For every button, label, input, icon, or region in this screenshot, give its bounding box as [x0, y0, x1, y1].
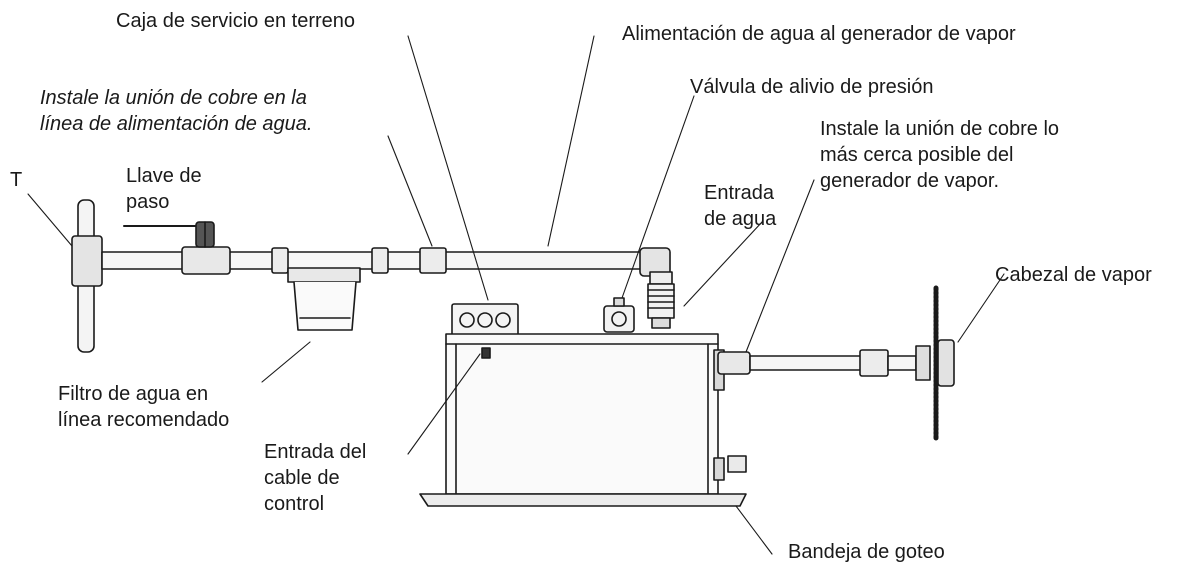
label-install-near-line1: Instale la unión de cobre lo	[820, 118, 1060, 140]
label-shutoff-line1: Llave de	[126, 165, 202, 187]
label-control-cable-line1: Entrada del	[264, 441, 367, 463]
label-control-cable-line3: control	[264, 493, 325, 515]
label-shutoff-line2: paso	[126, 191, 170, 213]
steam-hose	[717, 345, 931, 381]
label-install-near-line2: más cerca posible del	[820, 144, 1014, 166]
service-box	[451, 303, 519, 337]
label-control-cable-line2: cable de	[264, 467, 340, 489]
label-water-supply: Alimentación de agua al generador de vap…	[622, 23, 1016, 45]
tee-fitting	[71, 199, 103, 353]
label-water-inlet-line2: de agua	[704, 208, 777, 230]
label-filter-line1: Filtro de agua en	[58, 383, 209, 405]
label-install-union-line2: línea de alimentación de agua.	[40, 113, 313, 135]
steam-generator	[445, 333, 747, 495]
leader-lines	[27, 35, 1005, 555]
label-steam-head: Cabezal de vapor	[995, 264, 1152, 286]
steam-head	[933, 285, 955, 443]
shutoff-valve	[123, 221, 215, 248]
pressure-relief-valve	[603, 297, 635, 333]
label-tee: T	[10, 169, 23, 191]
label-install-union-line1: Instale la unión de cobre en la	[40, 87, 307, 109]
drip-tray	[419, 493, 747, 507]
label-service-box: Caja de servicio en terreno	[116, 10, 356, 32]
label-water-inlet-line1: Entrada	[704, 182, 775, 204]
inlet-pipe	[639, 247, 675, 329]
label-relief-valve: Válvula de alivio de presión	[690, 76, 934, 98]
label-install-near-line3: generador de vapor.	[820, 170, 1000, 192]
supply-pipe	[101, 246, 655, 275]
water-filter	[287, 267, 361, 331]
label-drip-tray: Bandeja de goteo	[788, 541, 945, 563]
label-filter-line2: línea recomendado	[58, 409, 230, 431]
